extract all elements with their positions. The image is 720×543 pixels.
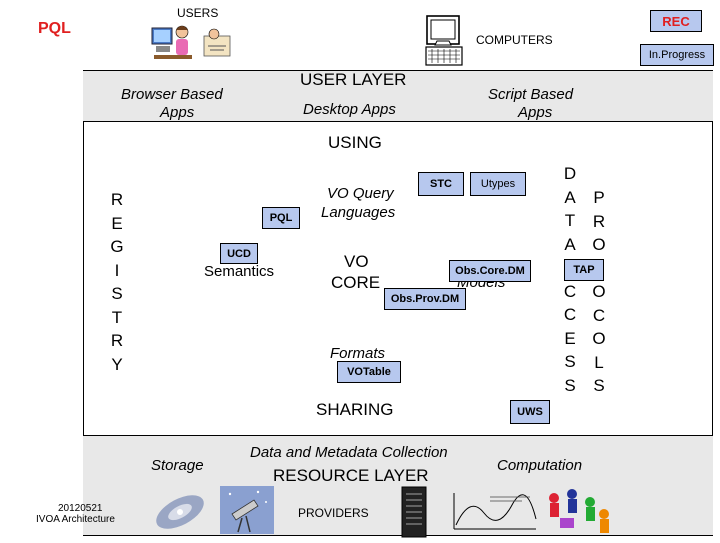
- registry-letter: I: [114, 260, 120, 280]
- registry-letter: R: [110, 331, 124, 350]
- plot-icon: [450, 489, 540, 535]
- stc-box: STC: [418, 172, 464, 196]
- protocols-letter: O: [592, 329, 606, 348]
- data-access-letter: A: [564, 187, 576, 207]
- ucd-box: UCD: [220, 243, 258, 264]
- data-access-letter: S: [564, 375, 576, 395]
- resource-layer-divider: [83, 435, 713, 436]
- vo-core-line2: CORE: [331, 273, 381, 292]
- computation-label: Computation: [497, 457, 583, 474]
- protocols-letter: L: [594, 352, 604, 372]
- registry-letter: T: [111, 307, 123, 327]
- server-icon: [398, 486, 430, 538]
- registry-letter: G: [110, 237, 124, 256]
- providers-label: PROVIDERS: [298, 506, 369, 520]
- vo-query-line2: Languages: [321, 204, 396, 221]
- registry-letter: Y: [111, 354, 123, 374]
- users-label: USERS: [177, 6, 219, 20]
- protocols-letter: O: [592, 235, 606, 254]
- obsprov-dm-box: Obs.Prov.DM: [384, 288, 466, 310]
- puzzle-icon: [544, 484, 614, 538]
- registry-column: R E G I S T R Y: [110, 188, 124, 376]
- registry-letter: R: [110, 190, 124, 209]
- protocols-letter: C: [592, 305, 606, 325]
- ivoa-label: IVOA Architecture: [36, 514, 115, 525]
- script-apps-line2: Apps: [518, 104, 553, 121]
- rec-text: REC: [662, 13, 690, 29]
- telescope-icon: [218, 484, 276, 536]
- protocols-letter: R: [592, 211, 606, 231]
- date-label: 20120521: [58, 503, 103, 514]
- formats-label: Formats: [330, 345, 386, 362]
- tap-box: TAP: [564, 259, 604, 281]
- architecture-frame: [83, 70, 713, 536]
- semantics-label: Semantics: [204, 263, 275, 280]
- protocols-column: P R O T O C O L S: [591, 186, 607, 398]
- rec-badge: REC: [650, 10, 702, 32]
- data-access-letter: C: [563, 305, 577, 324]
- user-layer-title: USER LAYER: [300, 70, 407, 89]
- data-access-letter: C: [563, 281, 577, 301]
- user-layer-band: [83, 71, 713, 121]
- vo-core-line1: VO: [344, 252, 369, 271]
- browser-apps-line2: Apps: [160, 104, 195, 121]
- registry-letter: E: [111, 213, 123, 233]
- in-progress-badge: In.Progress: [640, 44, 714, 66]
- using-title: USING: [328, 133, 382, 152]
- resource-layer-title: RESOURCE LAYER: [273, 466, 429, 485]
- votable-box: VOTable: [337, 361, 401, 383]
- galaxy-icon: [150, 486, 210, 538]
- data-access-letter: A: [564, 234, 576, 254]
- storage-label: Storage: [151, 457, 204, 474]
- registry-letter: S: [111, 284, 123, 303]
- desktop-apps: Desktop Apps: [303, 101, 396, 118]
- data-access-letter: D: [563, 164, 577, 183]
- data-access-letter: E: [564, 328, 576, 348]
- vo-query-line1: VO Query: [327, 185, 394, 202]
- browser-apps-line1: Browser Based: [121, 86, 223, 103]
- computer-icon: [424, 14, 464, 68]
- pql-box: PQL: [262, 207, 300, 229]
- user-layer-divider: [83, 121, 713, 122]
- pql-title: PQL: [38, 20, 71, 37]
- sharing-label: SHARING: [316, 400, 394, 419]
- script-apps-line1: Script Based: [488, 86, 574, 103]
- uws-box: UWS: [510, 400, 550, 424]
- users-icon: [148, 22, 240, 70]
- protocols-letter: S: [593, 376, 605, 395]
- data-access-letter: S: [564, 352, 576, 371]
- utypes-box: Utypes: [470, 172, 526, 196]
- computers-label: COMPUTERS: [476, 33, 553, 47]
- obscore-dm-box: Obs.Core.DM: [449, 260, 531, 282]
- data-access-letter: T: [564, 211, 576, 230]
- protocols-letter: O: [592, 282, 606, 301]
- data-collection-label: Data and Metadata Collection: [250, 444, 448, 461]
- protocols-letter: P: [593, 188, 605, 207]
